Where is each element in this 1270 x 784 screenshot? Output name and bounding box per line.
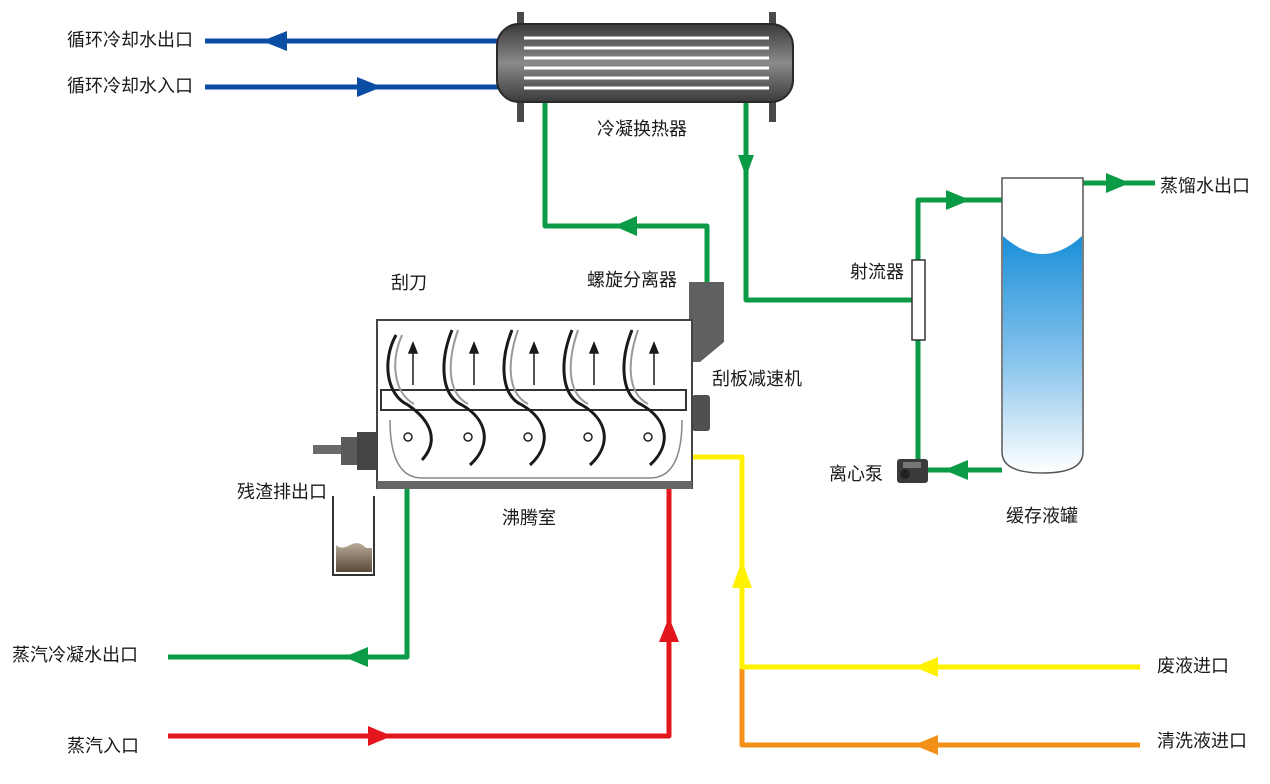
label-spiral-separator: 螺旋分离器	[587, 270, 677, 291]
chamber-bottom-bar	[377, 481, 692, 489]
blade-pins	[403, 432, 653, 442]
cooling-water-pipes	[205, 38, 500, 90]
label-residue-outlet: 残渣排出口	[237, 482, 327, 503]
label-condenser: 冷凝换热器	[597, 119, 687, 140]
label-distilled-water-outlet: 蒸馏水出口	[1160, 176, 1250, 197]
evaporator	[313, 282, 724, 489]
arrow-right	[357, 77, 382, 97]
arrow-down	[738, 155, 754, 177]
label-boiling-chamber: 沸腾室	[502, 508, 556, 529]
arrow-right	[1106, 173, 1130, 193]
tank-body	[1001, 177, 1084, 474]
label-steam-condensate-outlet: 蒸汽冷凝水出口	[12, 645, 138, 666]
label-ejector: 射流器	[850, 262, 904, 283]
arrow-left	[262, 31, 287, 51]
scraper-blades	[386, 329, 666, 467]
centrifugal-pump	[897, 459, 928, 483]
buffer-tank	[1001, 177, 1084, 474]
label-scraper-reducer: 刮板减速机	[712, 369, 802, 390]
steam-in-pipe	[168, 488, 672, 739]
arrow-up	[659, 617, 679, 642]
tank-liquid	[1003, 236, 1082, 472]
arrow-left	[944, 460, 968, 480]
steam-condensate-pipe	[168, 488, 410, 660]
arrow-right	[946, 190, 970, 210]
condenser-heat-exchanger	[496, 12, 794, 122]
waste-liquid-pipe	[692, 454, 1140, 670]
label-buffer-tank: 缓存液罐	[1006, 506, 1078, 527]
label-scraper: 刮刀	[391, 273, 427, 294]
arrow-left	[344, 647, 368, 667]
condenser-shell	[496, 23, 794, 103]
residue-container	[332, 496, 375, 576]
arrow-right	[368, 726, 392, 746]
scraper-blades-shadow	[394, 329, 649, 405]
residue-outlet-valve	[313, 445, 341, 454]
ejector-body	[911, 259, 926, 341]
arrow-left	[914, 657, 938, 677]
arrow-up	[732, 560, 752, 588]
label-cleaning-liquid-inlet: 清洗液进口	[1157, 731, 1247, 752]
label-steam-inlet: 蒸汽入口	[67, 736, 139, 757]
vapor-up-arrows	[407, 340, 660, 385]
arrow-left	[914, 735, 938, 755]
scraper-shaft	[380, 389, 687, 411]
label-circulating-water-outlet: 循环冷却水出口	[67, 30, 193, 51]
label-centrifugal-pump: 离心泵	[829, 464, 883, 485]
label-circulating-water-inlet: 循环冷却水入口	[67, 76, 193, 97]
cleaning-liquid-pipe	[739, 667, 1140, 748]
arrow-left	[614, 216, 637, 236]
spiral-separator-body	[689, 282, 724, 362]
ejector-to-tank-pipe	[915, 197, 1002, 260]
condenser-tubes	[524, 36, 769, 90]
label-waste-liquid-inlet: 废液进口	[1157, 656, 1229, 677]
scraper-reducer-body	[692, 395, 710, 431]
